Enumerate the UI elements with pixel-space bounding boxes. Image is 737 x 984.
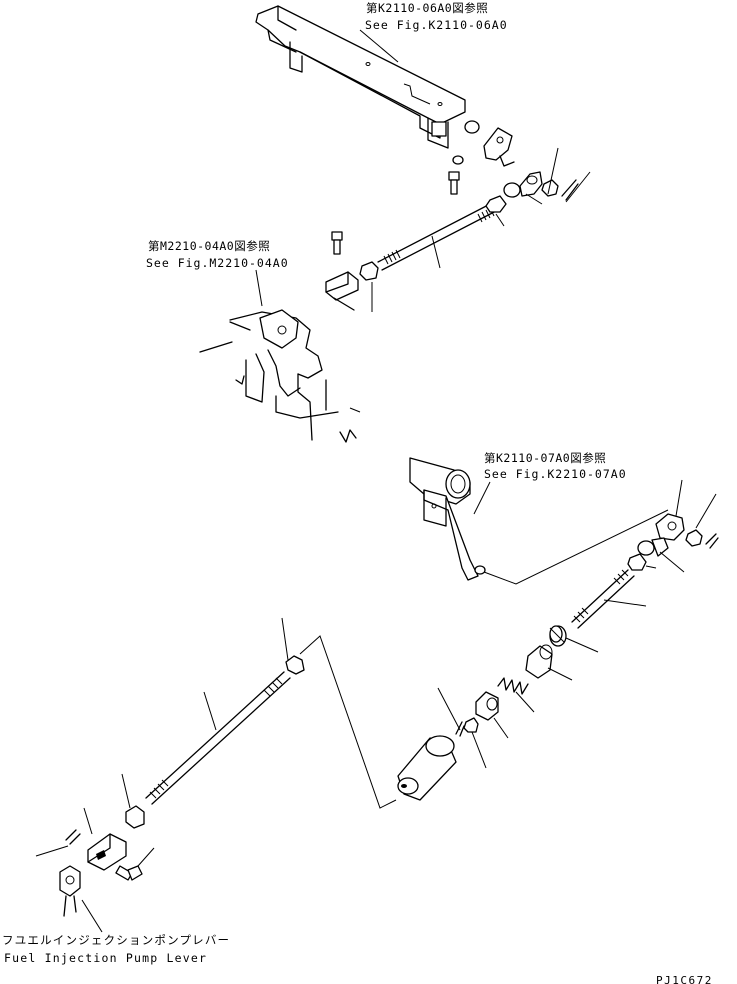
small-nut [463,717,479,733]
rod-end-right-2 [637,537,669,557]
bolt-top [448,171,460,195]
rod-end-right [655,513,685,541]
clevis-joint [483,127,515,167]
svg-text:第K2110-06A0図参照: 第K2110-06A0図参照 [366,1,488,15]
cotter-pin-right [705,533,719,549]
nut-lower [125,805,145,829]
cotter-pin-lower [65,829,81,845]
spring [497,677,529,695]
nut-upper-right [485,195,507,213]
ref-middle: 第M2210-04A0図参照 See Fig.M2210-04A0 [146,239,289,307]
nut-lower-top [285,655,305,675]
top-bracket [255,5,466,149]
rod-end-upper [503,171,543,198]
pump-lever-label: フユエルインジェクションポンプレバー Fuel Injection Pump L… [2,933,230,965]
upper-rod [377,201,499,271]
svg-text:フユエルインジェクションポンプレバー: フユエルインジェクションポンプレバー [2,933,230,947]
svg-text:See Fig.M2210-04A0: See Fig.M2210-04A0 [146,256,289,270]
svg-text:See Fig.K2110-06A0: See Fig.K2110-06A0 [365,18,508,32]
nut-far-right [541,179,559,197]
nut-right-far [685,529,703,547]
svg-text:第M2210-04A0図参照: 第M2210-04A0図参照 [148,239,270,253]
nut-upper-left [359,261,379,281]
adjuster-nut [549,625,567,647]
bolt-lower [115,865,143,881]
svg-text:See Fig.K2210-07A0: See Fig.K2210-07A0 [484,467,627,481]
nut-right [627,553,647,571]
damper-cylinder [397,735,457,801]
right-rod [571,569,635,629]
damper-cap [475,691,499,721]
drawing-code: PJ1C672 [656,974,713,984]
lever-housing [199,309,361,443]
clevis-pin-middle [331,231,343,255]
sleeve [525,644,553,679]
joint-block-middle [325,271,359,311]
washer [452,155,464,165]
right-lever [409,457,486,581]
svg-text:第K2110-07A0図参照: 第K2110-07A0図参照 [484,451,606,465]
small-pin [464,120,480,134]
ref-right: 第K2110-07A0図参照 See Fig.K2210-07A0 [473,451,627,515]
lower-rod [145,671,291,805]
injection-pump-lever [59,865,81,917]
joint-block-lower [87,833,127,871]
cotter-pin-upper [561,179,579,201]
ref-top: 第K2110-06A0図参照 See Fig.K2110-06A0 [359,1,508,63]
svg-text:Fuel Injection Pump Lever: Fuel Injection Pump Lever [4,951,207,965]
